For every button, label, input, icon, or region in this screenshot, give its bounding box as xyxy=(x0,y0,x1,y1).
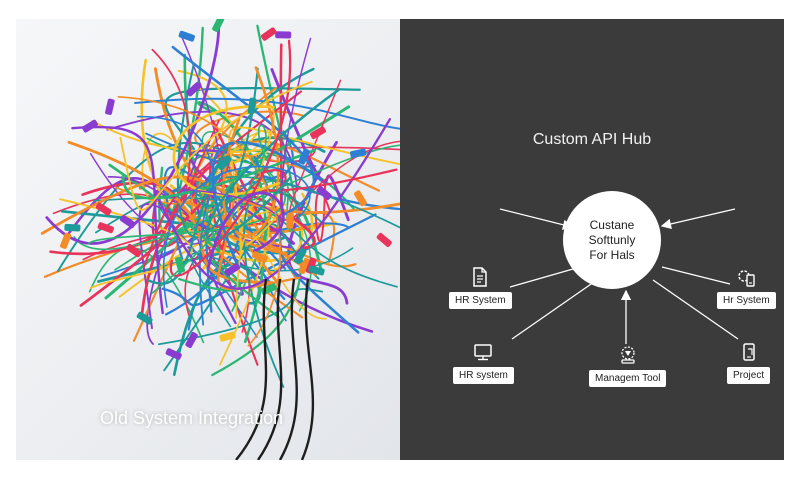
hub-line-2: Softtunly xyxy=(588,232,636,247)
cable-connector xyxy=(298,257,311,274)
node-hr-system-right: Hr System xyxy=(717,266,776,309)
cable-connector xyxy=(165,348,182,360)
cable-strand xyxy=(178,259,280,319)
cable-connector xyxy=(136,311,153,325)
cable-strand xyxy=(171,45,316,217)
cable-strand xyxy=(205,88,341,242)
cable-strand xyxy=(71,125,164,315)
hub-title: Custom API Hub xyxy=(532,131,652,148)
link-project xyxy=(652,279,739,340)
cable-strand xyxy=(73,144,400,251)
cable-strand xyxy=(300,278,315,460)
cable-connector xyxy=(376,232,392,247)
node-label: Managem Tool xyxy=(589,370,667,387)
tangled-cables-panel: Old System Integration xyxy=(16,19,400,460)
cable-connector xyxy=(224,263,241,277)
cable-strand xyxy=(163,165,311,308)
cable-strand xyxy=(287,140,349,305)
gear-device-icon xyxy=(738,270,756,287)
cable-connector xyxy=(310,126,326,139)
cable-connector xyxy=(105,98,115,115)
cable-connector xyxy=(354,190,367,207)
cable-strand xyxy=(59,198,193,289)
shield-device-icon xyxy=(621,346,635,364)
cable-strand xyxy=(151,124,268,294)
hub-line-3: For Hals xyxy=(589,247,635,262)
cable-connector xyxy=(217,155,232,171)
cable-strand xyxy=(147,67,315,285)
cable-connector xyxy=(251,251,269,263)
cable-connector xyxy=(178,30,195,42)
cable-connector xyxy=(212,19,225,33)
cable-strand xyxy=(151,48,220,206)
monitor-icon xyxy=(474,344,493,361)
cable-strand xyxy=(49,181,179,255)
node-label: HR system xyxy=(453,367,514,384)
node-hr-system-lower: HR system xyxy=(453,341,514,384)
hub-circle: Custane Softtunly For Hals xyxy=(563,191,661,289)
cable-strand xyxy=(106,110,299,192)
cable-strand xyxy=(209,144,259,366)
cable-connector xyxy=(174,256,186,273)
cable-connector xyxy=(95,202,112,216)
cable-connector xyxy=(293,248,307,265)
cable-connector xyxy=(219,331,236,342)
node-hr-system: HR System xyxy=(449,266,512,309)
cable-strand xyxy=(235,278,268,460)
old-system-caption: Old System Integration xyxy=(100,408,284,428)
cable-connector xyxy=(308,265,325,276)
cable-connector xyxy=(350,148,367,159)
cable-strand xyxy=(278,278,298,460)
link-hr-system xyxy=(509,266,581,288)
cable-strand xyxy=(119,80,313,211)
link-hr-system-right xyxy=(661,266,731,285)
cable-strand xyxy=(117,95,282,347)
cable-strand xyxy=(172,105,281,196)
connection-lines xyxy=(499,208,739,344)
cable-connector xyxy=(186,82,202,97)
cable-strand xyxy=(257,278,283,460)
tangled-cables-image xyxy=(40,19,400,460)
hub-text: Custane Softtunly For Hals xyxy=(589,218,636,263)
link-hr-system-lower xyxy=(511,281,595,340)
cable-connector xyxy=(64,223,81,232)
node-label: HR System xyxy=(449,292,512,309)
cable-strand xyxy=(206,191,285,270)
node-project: Project xyxy=(727,341,771,384)
cable-connector xyxy=(260,27,277,41)
cable-strand xyxy=(82,178,300,261)
arrow-top-left xyxy=(499,208,574,230)
cable-strand xyxy=(40,175,400,235)
cable-strand xyxy=(158,288,324,346)
cable-strand xyxy=(176,64,259,239)
node-label: Hr System xyxy=(717,292,776,309)
document-icon xyxy=(473,267,488,287)
cable-connector xyxy=(275,31,292,39)
arrow-top-right xyxy=(660,208,736,230)
cable-connector xyxy=(119,215,136,229)
cable-connector xyxy=(298,148,311,165)
cable-connector xyxy=(60,232,72,249)
hub-line-1: Custane xyxy=(589,217,635,232)
api-hub-panel: Custom API Hub Custane Softtunly For Hal… xyxy=(400,19,784,460)
cable-connector xyxy=(316,185,332,201)
cable-connector xyxy=(247,97,257,114)
cable-strand xyxy=(104,105,351,300)
illustration-frame: Old System Integration Custom API Hub Cu… xyxy=(16,19,784,460)
cable-strand xyxy=(121,148,316,200)
cable-connector xyxy=(82,119,98,133)
cable-connector xyxy=(185,332,198,348)
node-label: Project xyxy=(727,367,771,384)
node-managem-tool: Managem Tool xyxy=(589,344,667,387)
cable-connector xyxy=(97,222,114,234)
phone-device-icon xyxy=(742,343,755,361)
cable-connector xyxy=(286,212,294,229)
cable-connector xyxy=(126,243,142,258)
cable-strand xyxy=(154,118,392,290)
